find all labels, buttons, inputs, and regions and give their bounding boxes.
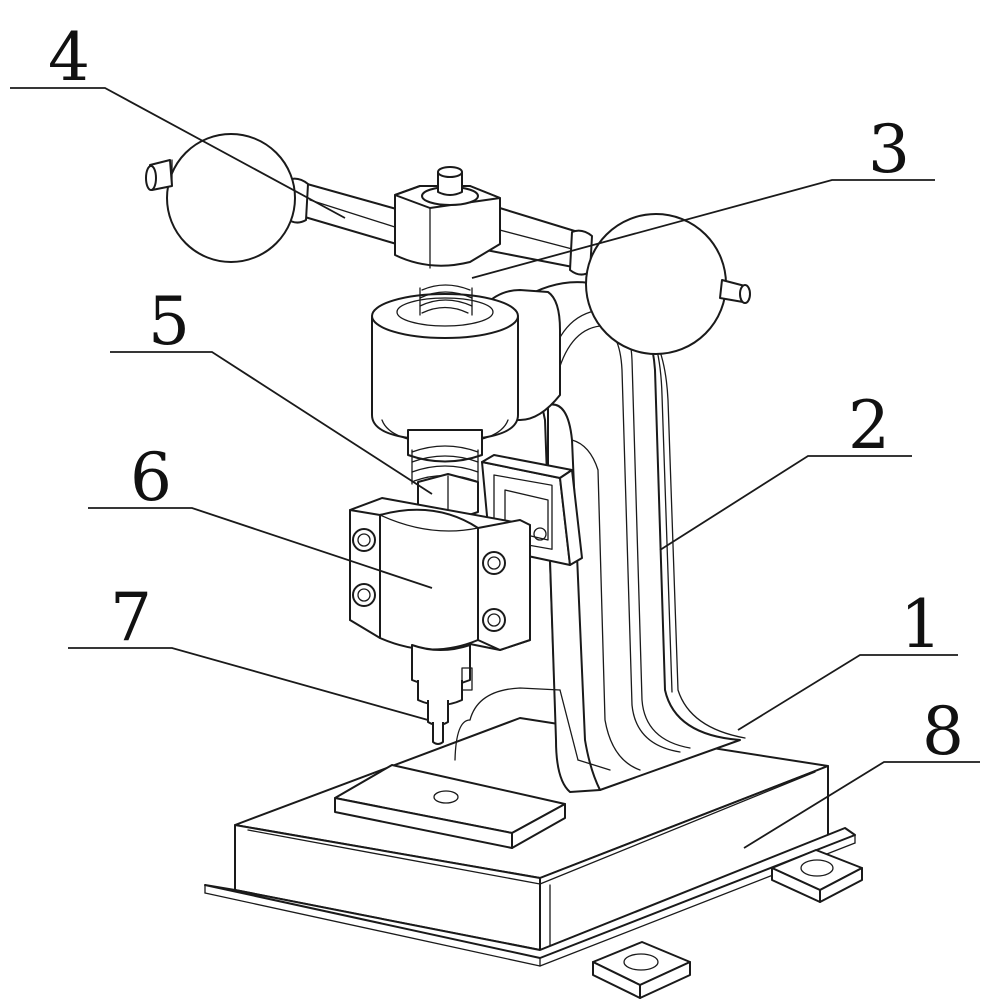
leader-lines bbox=[10, 87, 980, 849]
callout-6: 6 bbox=[130, 439, 172, 516]
callout-1: 1 bbox=[900, 586, 942, 663]
clamp-block bbox=[349, 497, 531, 651]
handwheel-ball-right bbox=[585, 213, 751, 355]
work-plate bbox=[334, 764, 566, 849]
callout-3: 3 bbox=[868, 111, 910, 188]
head-housing bbox=[371, 293, 519, 463]
mounting-foot-right bbox=[771, 849, 863, 903]
callout-4: 4 bbox=[48, 19, 90, 96]
handwheel-assembly bbox=[285, 166, 593, 276]
callout-8: 8 bbox=[922, 693, 964, 770]
mounting-foot-front bbox=[592, 941, 691, 999]
callout-2: 2 bbox=[848, 387, 890, 464]
callout-7: 7 bbox=[110, 579, 152, 656]
punch-tool bbox=[411, 644, 473, 745]
callout-5: 5 bbox=[148, 283, 190, 360]
handwheel-ball-left bbox=[145, 133, 296, 263]
upper-spring bbox=[419, 284, 473, 316]
base bbox=[204, 717, 856, 967]
